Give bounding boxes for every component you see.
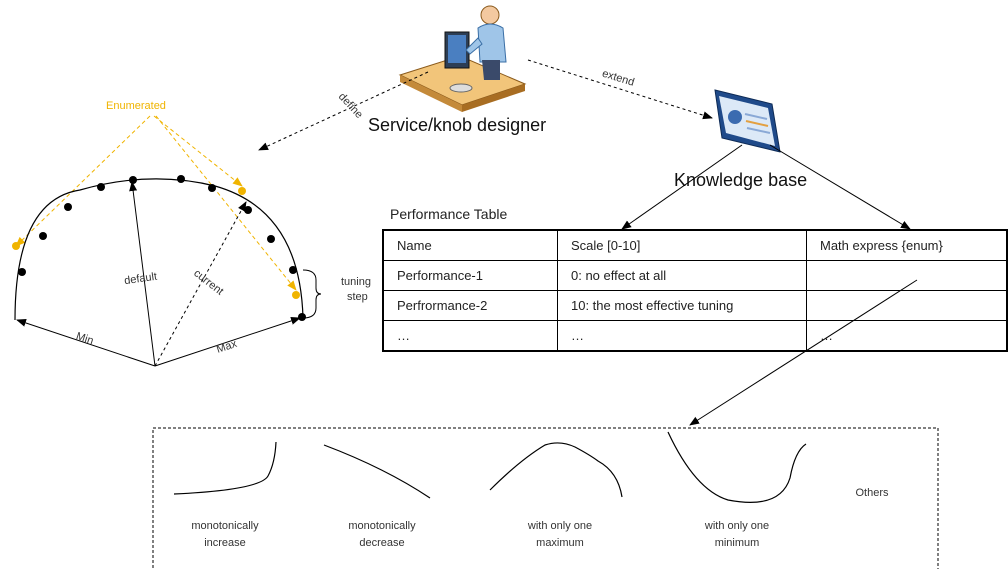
curve-label-4-line1: with only one bbox=[704, 520, 769, 532]
tuning-step-label-1: tuning bbox=[341, 276, 371, 288]
performance-table: Name Scale [0-10] Math express {enum} Pe… bbox=[382, 229, 1008, 352]
curve-one-maximum bbox=[489, 442, 623, 498]
table-cell: … bbox=[806, 320, 1008, 352]
table-cell: Math express {enum} bbox=[806, 229, 1008, 261]
knob-dot bbox=[177, 175, 185, 183]
define-edge bbox=[258, 71, 429, 151]
table-cell: Name bbox=[382, 229, 558, 261]
others-label: Others bbox=[855, 487, 889, 499]
min-label: Min bbox=[74, 330, 95, 347]
table-title: Performance Table bbox=[390, 206, 508, 222]
knob-dot bbox=[208, 184, 216, 192]
curve-monotonic-decrease bbox=[323, 444, 431, 499]
curve-one-minimum bbox=[667, 431, 807, 503]
enumerated-dot bbox=[238, 187, 246, 195]
table-header-row: Name Scale [0-10] Math express {enum} bbox=[382, 229, 1008, 261]
enumerated-arrow-mid bbox=[153, 115, 243, 187]
table-cell: 10: the most effective tuning bbox=[557, 290, 807, 321]
default-label: default bbox=[123, 271, 157, 287]
curve-label-3-line2: maximum bbox=[536, 537, 584, 549]
curve-label-4-line2: minimum bbox=[715, 537, 760, 549]
curve-label-2-line2: decrease bbox=[359, 537, 404, 549]
curves-box bbox=[152, 427, 939, 569]
table-cell: … bbox=[557, 320, 807, 352]
knob-dot bbox=[18, 268, 26, 276]
knowledge-base-label: Knowledge base bbox=[674, 170, 807, 190]
tuning-step-label-2: step bbox=[347, 291, 368, 303]
table-row: Performance-1 0: no effect at all bbox=[382, 260, 1008, 291]
curve-label-2-line1: monotonically bbox=[348, 520, 416, 532]
table-row: Perfrormance-2 10: the most effective tu… bbox=[382, 290, 1008, 321]
extend-edge-label: extend bbox=[601, 68, 636, 89]
knob-arc bbox=[14, 178, 304, 321]
table-cell: Perfrormance-2 bbox=[382, 290, 558, 321]
knob-dot bbox=[97, 183, 105, 191]
knowledge-base-icon bbox=[714, 89, 781, 153]
knob-dot bbox=[244, 206, 252, 214]
knob-dots bbox=[18, 175, 306, 321]
enumerated-dot bbox=[292, 291, 300, 299]
knob-dot bbox=[39, 232, 47, 240]
define-edge-label: define bbox=[336, 91, 365, 121]
curve-label-1-line1: monotonically bbox=[191, 520, 259, 532]
default-arrow bbox=[129, 181, 156, 367]
knob-dot bbox=[64, 203, 72, 211]
max-arrow bbox=[154, 317, 301, 367]
table-cell bbox=[806, 260, 1008, 291]
knob-dot bbox=[129, 176, 137, 184]
designer-icon bbox=[398, 5, 527, 112]
knob-dot bbox=[298, 313, 306, 321]
enumerated-arrow-left bbox=[15, 115, 151, 247]
tuning-step-brace bbox=[302, 269, 322, 319]
current-arrow bbox=[154, 201, 247, 367]
max-label: Max bbox=[215, 338, 239, 356]
enumerated-arrow-right bbox=[155, 115, 297, 291]
table-cell: … bbox=[382, 320, 558, 352]
table-cell: 0: no effect at all bbox=[557, 260, 807, 291]
enumerated-dots bbox=[12, 187, 300, 299]
extend-edge bbox=[527, 59, 713, 120]
designer-label: Service/knob designer bbox=[368, 115, 546, 135]
curve-label-1-line2: increase bbox=[204, 537, 246, 549]
curve-label-3-line1: with only one bbox=[527, 520, 592, 532]
current-label: current bbox=[191, 267, 225, 298]
enumerated-dot bbox=[12, 242, 20, 250]
enumerated-label: Enumerated bbox=[106, 100, 166, 112]
knob-dot bbox=[267, 235, 275, 243]
min-arrow bbox=[16, 319, 156, 367]
kb-to-math-arrow bbox=[769, 144, 911, 230]
curve-monotonic-increase bbox=[173, 441, 277, 495]
knob-dot bbox=[289, 266, 297, 274]
table-cell: Performance-1 bbox=[382, 260, 558, 291]
kb-to-scale-arrow bbox=[621, 144, 743, 230]
table-cell bbox=[806, 290, 1008, 321]
table-row: … … … bbox=[382, 320, 1008, 352]
table-cell: Scale [0-10] bbox=[557, 229, 807, 261]
